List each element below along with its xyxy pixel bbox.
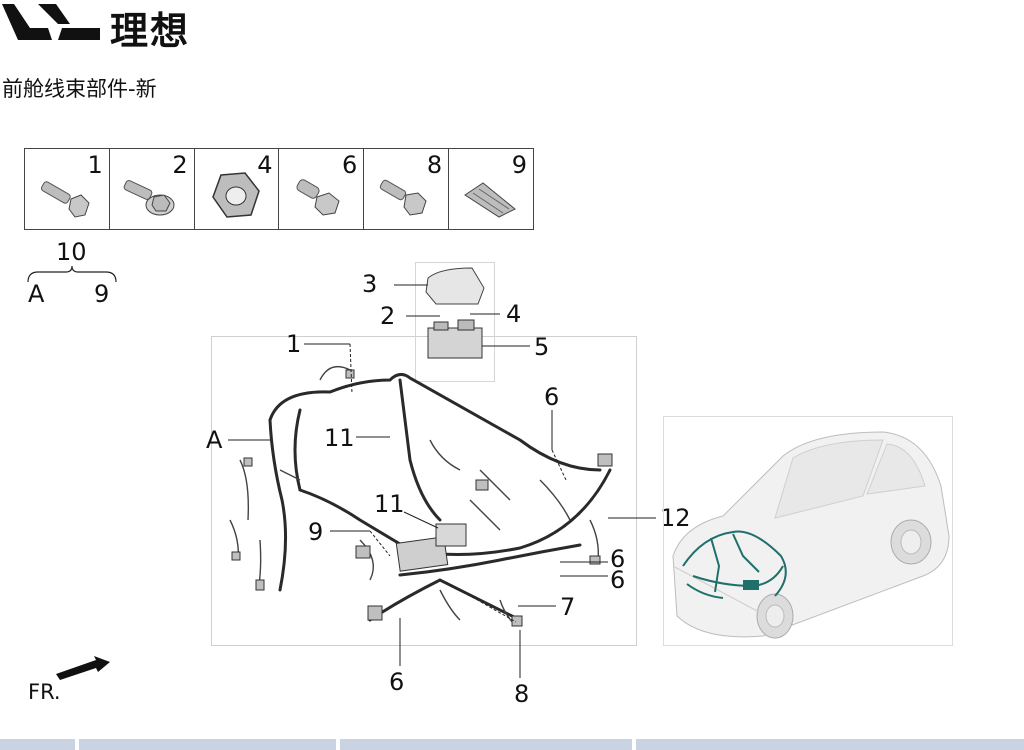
- harness-diagram-frame: [211, 336, 637, 646]
- callout-6-mid: 6: [610, 545, 626, 573]
- callout-3: 3: [362, 270, 378, 298]
- callout-11-lower: 11: [374, 490, 405, 518]
- callout-11-upper: 11: [324, 424, 355, 452]
- li-auto-logo: [0, 0, 220, 48]
- table-header-cell-1: [0, 739, 75, 750]
- vehicle-location-frame: [663, 416, 953, 646]
- callout-6-top: 6: [544, 383, 560, 411]
- part-cell-8[interactable]: 8: [364, 149, 450, 229]
- part-number: 1: [87, 151, 103, 179]
- bracket-icon: [27, 266, 117, 283]
- callout-1: 1: [286, 330, 302, 358]
- callout-2: 2: [380, 302, 396, 330]
- part-cell-9[interactable]: 9: [449, 149, 533, 229]
- part-cell-1[interactable]: 1: [25, 149, 110, 229]
- callout-7: 7: [560, 593, 576, 621]
- vehicle-illustration: [672, 431, 950, 639]
- part-cell-6[interactable]: 6: [279, 149, 365, 229]
- callout-10: 10: [56, 238, 87, 266]
- flange-bolt-icon: [123, 180, 175, 216]
- part-number: 4: [257, 151, 273, 179]
- front-label: FR.: [28, 680, 61, 704]
- callout-A: A: [206, 426, 223, 454]
- table-header-cell-2: [79, 739, 336, 750]
- fuse-box-frame: [415, 262, 495, 382]
- callout-9-bracket: 9: [94, 280, 110, 308]
- part-number: 2: [172, 151, 188, 179]
- callout-5: 5: [534, 333, 550, 361]
- vehicle-fuse-box-marker: [743, 580, 759, 590]
- fuse-box-cover: [425, 267, 485, 305]
- harness-connectors: [231, 369, 613, 627]
- table-header-cell-4: [636, 739, 1024, 750]
- front-direction-arrow-icon: [56, 656, 110, 680]
- leader-lines: [228, 284, 656, 678]
- harness-relay-block: [395, 523, 467, 572]
- bolt-icon: [380, 179, 427, 216]
- parts-strip: 1 2 4 6 8 9: [24, 148, 534, 230]
- brand-text: 理想: [110, 9, 191, 53]
- callout-6-low: 6: [610, 566, 626, 594]
- part-number: 9: [511, 151, 527, 179]
- logo-mark-icon: [2, 4, 100, 40]
- short-bolt-icon: [296, 179, 341, 216]
- callout-8: 8: [514, 680, 530, 708]
- table-header-cell-3: [340, 739, 632, 750]
- callout-4: 4: [506, 300, 522, 328]
- harness-trunk: [268, 373, 612, 622]
- part-cell-2[interactable]: 2: [110, 149, 195, 229]
- clip-icon: [464, 182, 517, 218]
- bolt-icon: [40, 181, 90, 218]
- part-cell-4[interactable]: 4: [195, 149, 280, 229]
- part-number: 8: [426, 151, 443, 179]
- callout-12: 12: [660, 504, 691, 532]
- suv-body: [672, 431, 950, 639]
- hex-nut-icon: [211, 172, 260, 218]
- fuse-box-body: [427, 319, 483, 359]
- page-title: 前舱线束部件-新: [2, 77, 157, 101]
- callout-6-bottom: 6: [389, 668, 405, 696]
- callout-A-bracket: A: [28, 280, 45, 308]
- part-number: 6: [342, 151, 358, 179]
- callout-9: 9: [308, 518, 324, 546]
